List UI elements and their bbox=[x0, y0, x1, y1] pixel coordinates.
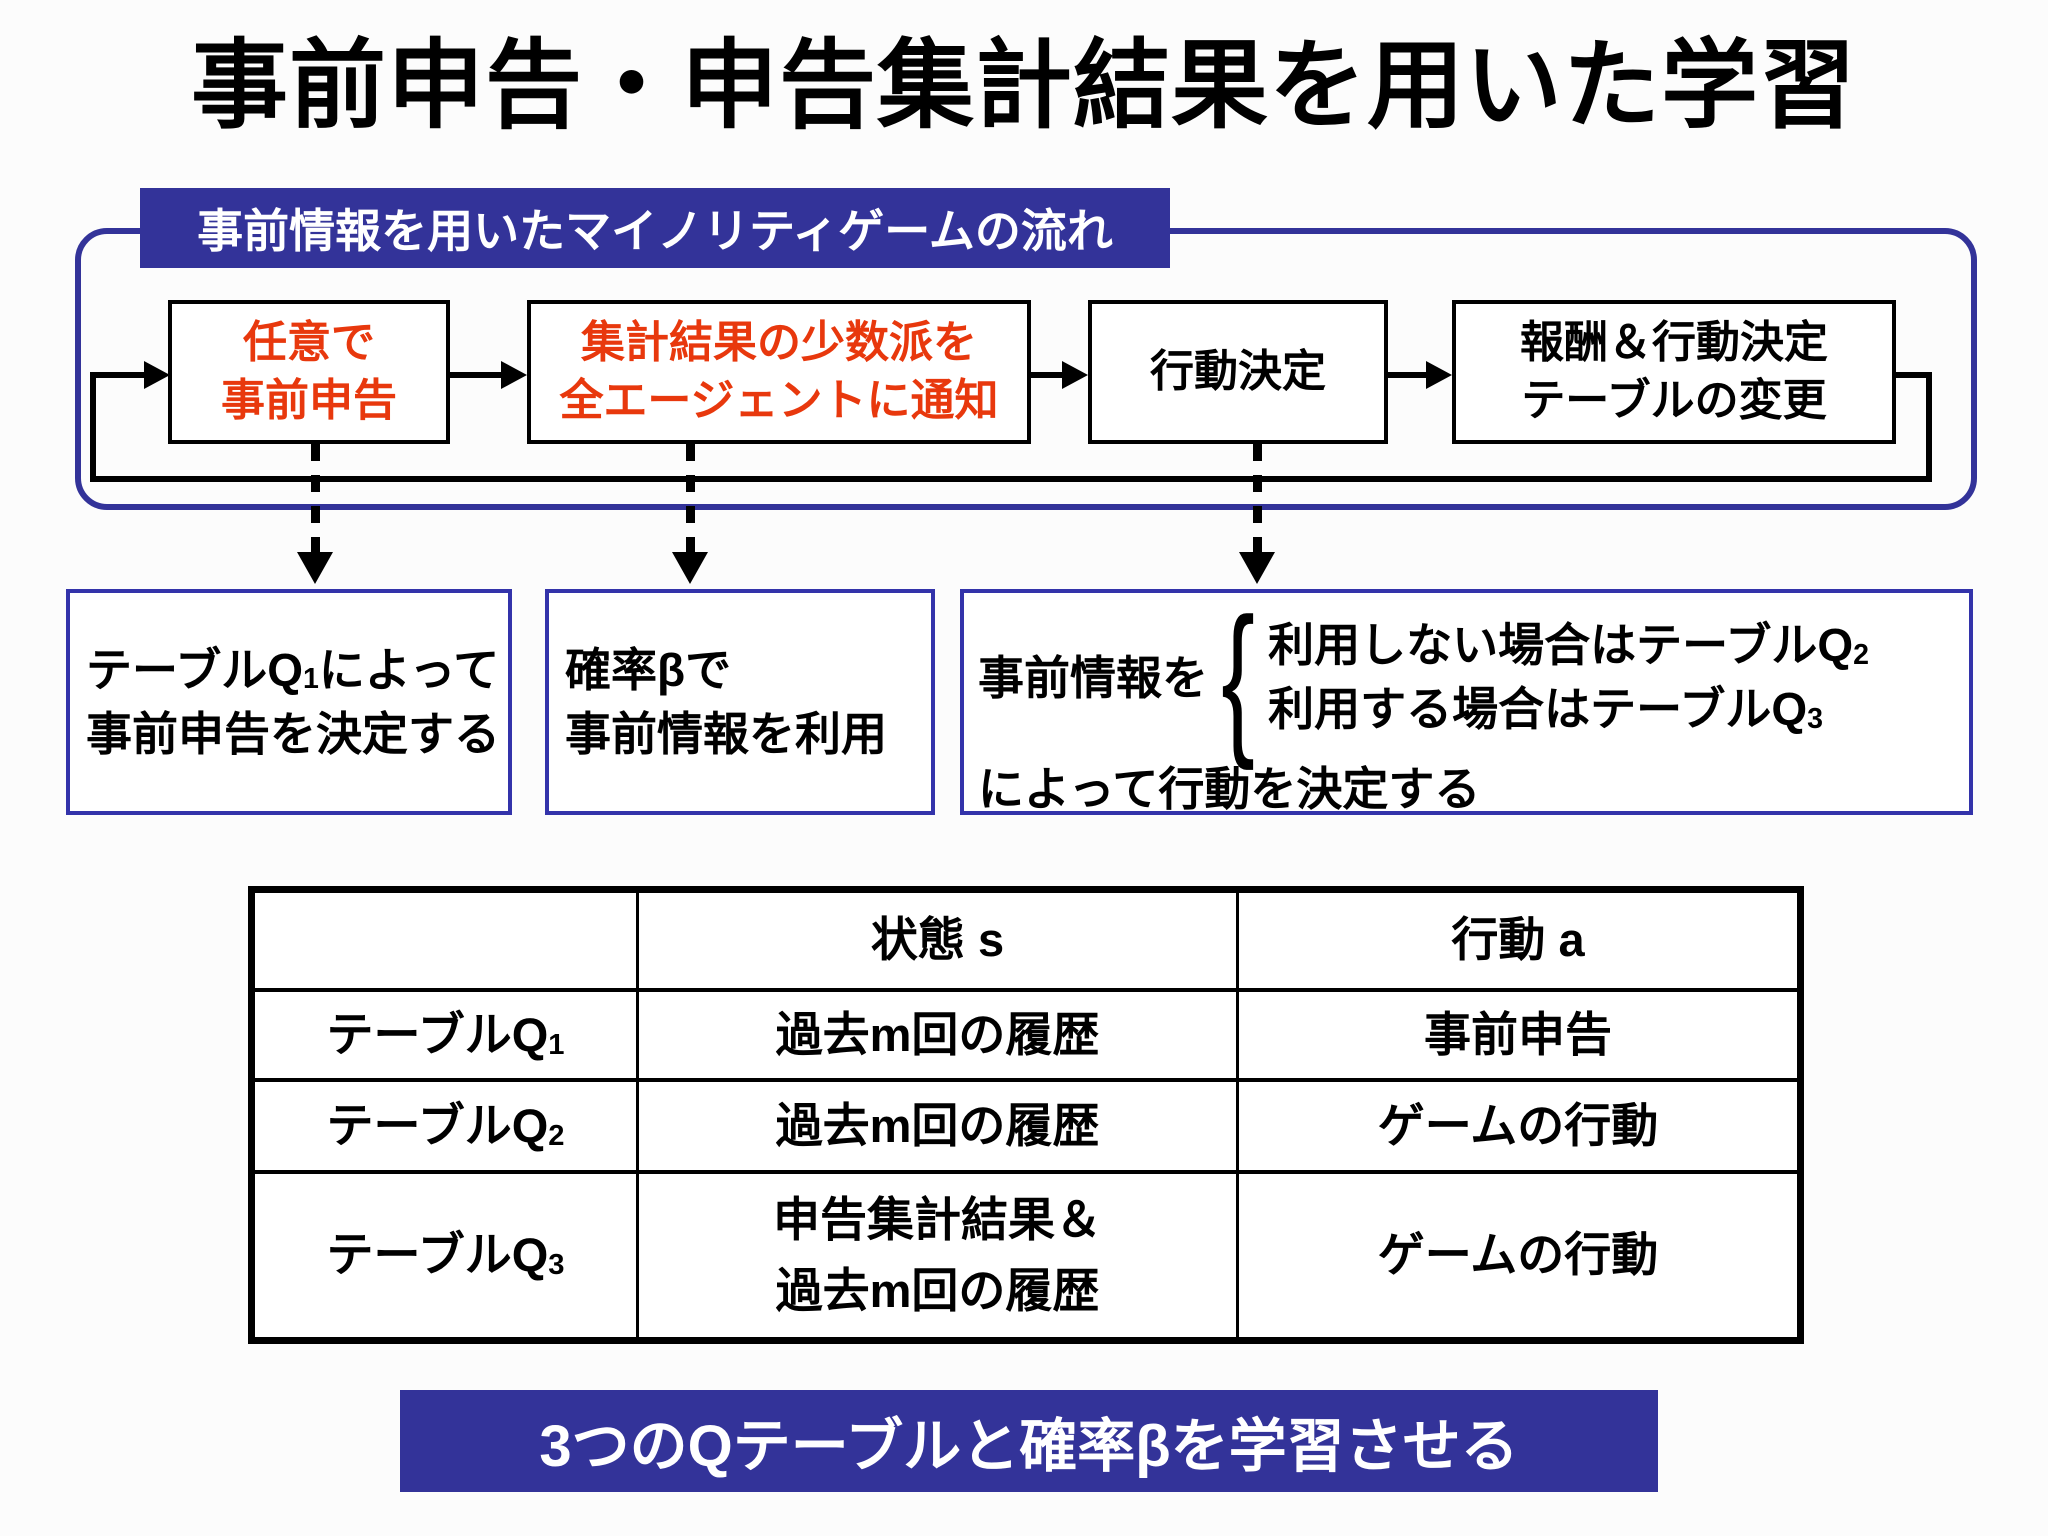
arrow-box3-box4-line bbox=[1388, 372, 1428, 378]
q-table-row3-label-text: テーブルQ3 bbox=[326, 1228, 565, 1282]
arrow-box1-box2-head-icon bbox=[501, 361, 527, 389]
q-table-row2-action: ゲームの行動 bbox=[1239, 1082, 1797, 1174]
flow-banner-label: 事前情報を用いたマイノリティゲームの流れ bbox=[197, 205, 1113, 257]
note-prior-option2: 利用する場合はテーブルQ3 bbox=[1268, 678, 1869, 741]
flow-box-reward-line1: 報酬＆行動決定 bbox=[1520, 317, 1828, 367]
arrow-box3-box4-head-icon bbox=[1426, 361, 1452, 389]
q-table-header-empty bbox=[255, 893, 639, 992]
dashed-arrow-2-head-icon bbox=[672, 552, 708, 584]
note-box-q1-line2: 事前申告を決定する bbox=[86, 708, 500, 760]
dashed-arrow-3-head-icon bbox=[1239, 552, 1275, 584]
q-table-row2-state: 過去m回の履歴 bbox=[639, 1082, 1239, 1174]
note-prior-options: 利用しない場合はテーブルQ2 利用する場合はテーブルQ3 bbox=[1268, 614, 1869, 741]
q-table-row3-label: テーブルQ3 bbox=[255, 1174, 639, 1337]
note-box-beta: 確率βで 事前情報を利用 bbox=[545, 589, 935, 815]
note-box-q1: テーブルQ1によって 事前申告を決定する bbox=[66, 589, 512, 815]
note-prior-option2-text: 利用する場合はテーブルQ bbox=[1268, 682, 1808, 735]
flow-box-declare-line2: 事前申告 bbox=[221, 376, 397, 425]
note-box-beta-line2: 事前情報を利用 bbox=[565, 708, 887, 760]
loop-line-into-box1 bbox=[90, 372, 146, 378]
dashed-arrow-3-line bbox=[1253, 444, 1262, 552]
note-box-beta-line1: 確率βで bbox=[565, 643, 732, 696]
note-prior-option1: 利用しない場合はテーブルQ2 bbox=[1268, 614, 1869, 677]
dashed-arrow-1-head-icon bbox=[297, 552, 333, 584]
q-table-header-action: 行動 a bbox=[1239, 893, 1797, 992]
note-prior-tail: によって行動を決定する bbox=[978, 762, 1481, 815]
q-table-row3-action: ゲームの行動 bbox=[1377, 1228, 1659, 1282]
loop-line-left-vertical bbox=[90, 372, 96, 482]
q-table-row1-action: 事前申告 bbox=[1239, 992, 1797, 1082]
q-table-row3-state: 申告集計結果＆ 過去m回の履歴 bbox=[639, 1174, 1239, 1337]
footer-banner-label: 3つのQテーブルと確率βを学習させる bbox=[539, 1414, 1519, 1479]
note-q1-post: によって bbox=[318, 643, 500, 696]
brace-icon: { bbox=[1221, 583, 1255, 771]
dashed-arrow-2-line bbox=[686, 444, 695, 552]
q-table-row2-label: テーブルQ2 bbox=[255, 1082, 639, 1174]
flow-box-action: 行動決定 bbox=[1088, 300, 1388, 444]
arrow-box2-box3-head-icon bbox=[1062, 361, 1088, 389]
note-box-prior-info: 事前情報を { 利用しない場合はテーブルQ2 利用する場合はテーブルQ3 によっ… bbox=[960, 589, 1973, 815]
loop-line-right-horizontal bbox=[1894, 372, 1932, 378]
note-prior-row1: 事前情報を { 利用しない場合はテーブルQ2 利用する場合はテーブルQ3 bbox=[978, 583, 1955, 771]
dashed-arrow-1-line bbox=[311, 444, 320, 552]
q-table-row1-label: テーブルQ1 bbox=[255, 992, 639, 1082]
loop-line-bottom bbox=[90, 476, 1932, 482]
note-prior-lead: 事前情報を bbox=[978, 651, 1208, 704]
q-table-row1-label-text: テーブルQ1 bbox=[326, 1007, 565, 1061]
note-q1-pre: テーブルQ bbox=[86, 643, 304, 696]
flow-box-notify: 集計結果の少数派を 全エージェントに通知 bbox=[527, 300, 1031, 444]
note-q1-sub: 1 bbox=[303, 663, 319, 696]
loop-line-right-vertical bbox=[1926, 372, 1932, 482]
arrow-box1-box2-line bbox=[450, 372, 503, 378]
note-box-q1-line1: テーブルQ1によって bbox=[86, 638, 500, 702]
loop-arrowhead-icon bbox=[144, 361, 170, 389]
flow-box-notify-line2: 全エージェントに通知 bbox=[559, 376, 999, 425]
flow-box-declare-line1: 任意で bbox=[243, 317, 375, 367]
note-prior-option2-sub: 3 bbox=[1807, 702, 1823, 735]
arrow-box2-box3-line bbox=[1031, 372, 1064, 378]
slide-title: 事前申告・申告集計結果を用いた学習 bbox=[191, 31, 1857, 140]
flow-box-action-line1: 行動決定 bbox=[1150, 346, 1326, 396]
flow-banner: 事前情報を用いたマイノリティゲームの流れ bbox=[140, 188, 1170, 268]
footer-banner: 3つのQテーブルと確率βを学習させる bbox=[400, 1390, 1658, 1492]
flow-box-notify-line1: 集計結果の少数派を bbox=[581, 317, 977, 367]
q-table-header-state: 状態 s bbox=[639, 893, 1239, 992]
note-prior-option1-text: 利用しない場合はテーブルQ bbox=[1268, 619, 1854, 672]
q-table-row3-state-line2: 過去m回の履歴 bbox=[775, 1263, 1100, 1317]
flow-box-declare: 任意で 事前申告 bbox=[168, 300, 450, 444]
q-table-row3-state-line1: 申告集計結果＆ bbox=[773, 1193, 1102, 1246]
q-table: 状態 s 行動 a テーブルQ1 過去m回の履歴 事前申告 テーブルQ2 過去m… bbox=[248, 886, 1804, 1344]
note-prior-option1-sub: 2 bbox=[1853, 639, 1869, 672]
flow-box-reward: 報酬＆行動決定 テーブルの変更 bbox=[1452, 300, 1896, 444]
q-table-row2-label-text: テーブルQ2 bbox=[326, 1098, 565, 1152]
flow-box-reward-line2: テーブルの変更 bbox=[1521, 376, 1827, 425]
q-table-row1-state: 過去m回の履歴 bbox=[639, 992, 1239, 1082]
